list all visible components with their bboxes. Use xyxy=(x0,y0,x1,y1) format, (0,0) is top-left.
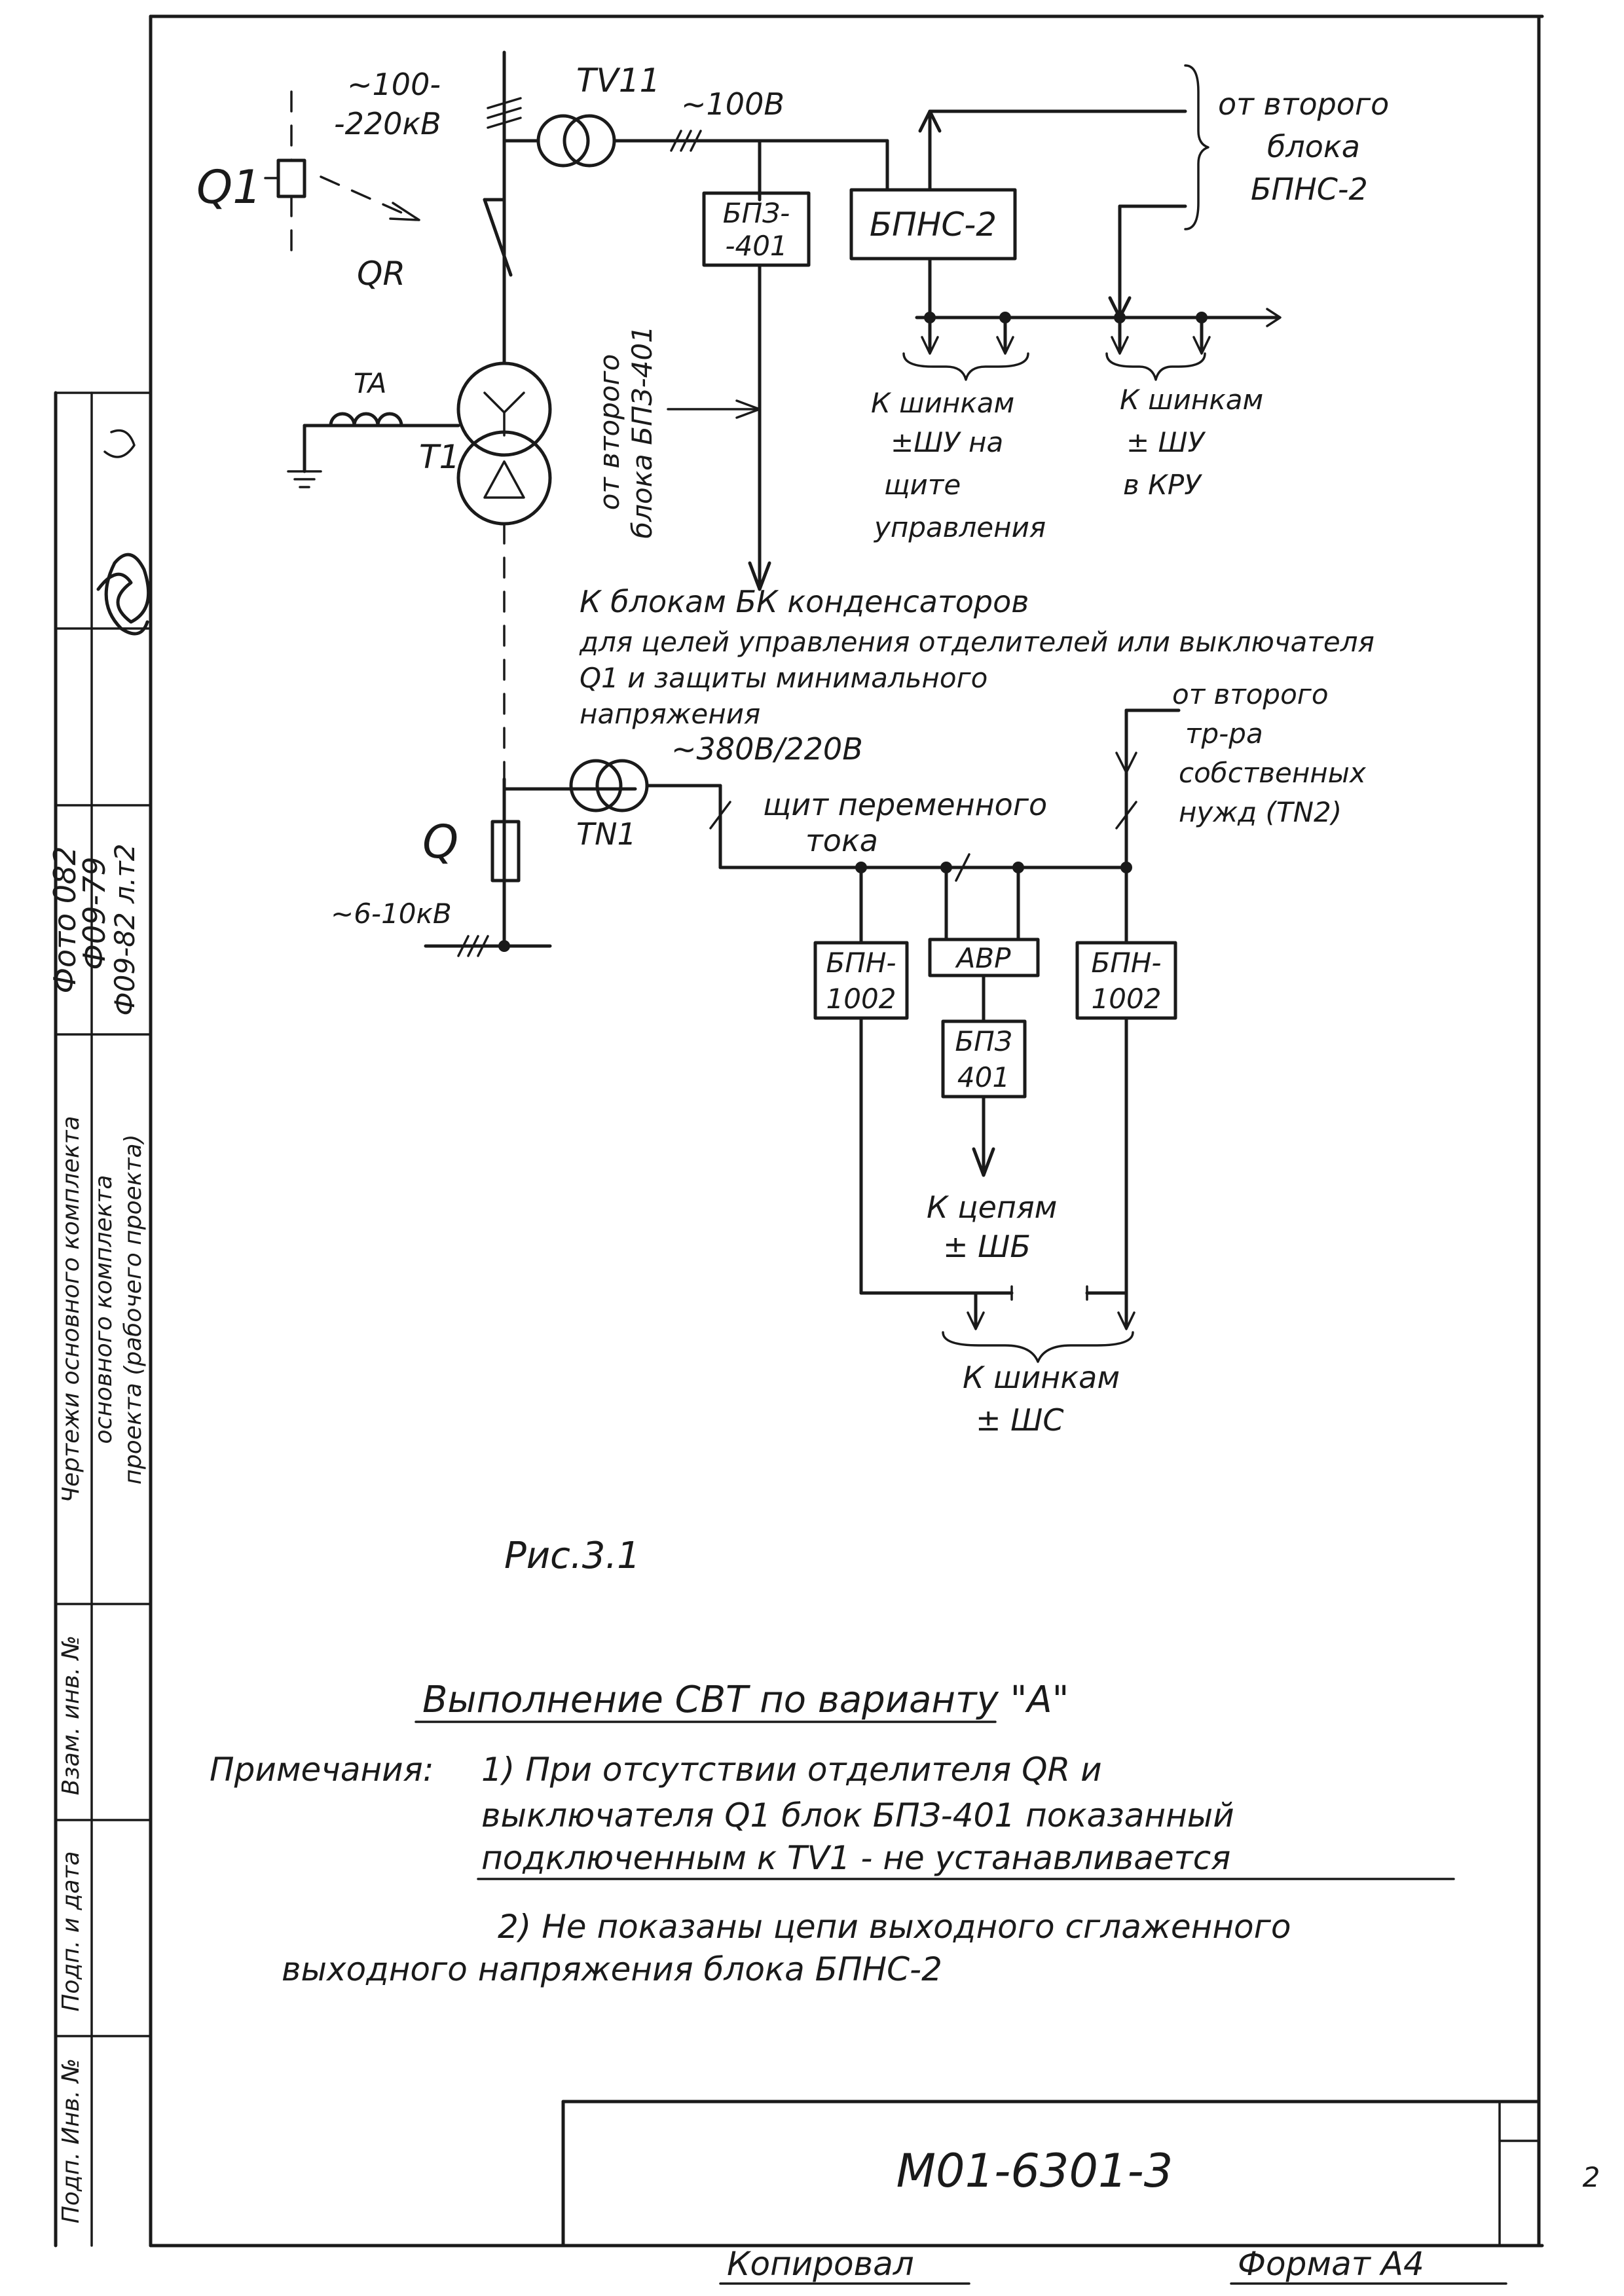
from-tn2-l3: собственных xyxy=(1179,757,1367,789)
note2-line2: выходного напряжения блока БПНС-2 xyxy=(282,1950,942,1988)
note1-line2: выключателя Q1 блок БПЗ-401 показанный xyxy=(481,1796,1234,1834)
stamp-label-1: Чертежи основного комплекта xyxy=(58,1116,84,1503)
to-capacitor-l1: К блокам БК конденсаторов xyxy=(580,584,1029,619)
v100-label: ~100В xyxy=(681,86,784,122)
to-bus-shu-kru-l3: в КРУ xyxy=(1123,469,1202,501)
format-label: Формат А4 xyxy=(1238,2245,1424,2283)
bpz401-bottom-l1: БПЗ xyxy=(955,1025,1012,1057)
title-block: М01-6301-3 2 Копировал Формат А4 xyxy=(561,2100,1600,2285)
from-second-bpns-l3: БПНС-2 xyxy=(1251,172,1368,207)
from-second-bpns-l1: от второго xyxy=(1218,86,1389,122)
tv11-label: TV11 xyxy=(576,62,660,100)
t1-label: T1 xyxy=(419,438,460,476)
stamp-label-2: основного комплекта xyxy=(90,1175,117,1444)
v6-10-label: ~6-10кВ xyxy=(331,898,452,930)
bpz401-bottom-l2: 401 xyxy=(957,1061,1010,1093)
stamp-text-col1a: Фото 082 xyxy=(47,846,83,993)
bpz401-top-line2: -401 xyxy=(725,230,787,262)
ac-panel-l1: щит переменного xyxy=(763,787,1047,822)
stamp-col3-a: Взам. инв. № xyxy=(58,1635,84,1795)
bpn1002-right-l1: БПН- xyxy=(1091,947,1161,979)
stamp-text-col2: Ф09-79 xyxy=(77,856,112,970)
ac-section: Q ~6-10кВ TN1 ~380В/220В щит переменного… xyxy=(331,678,1367,1438)
to-bus-shu-kru-l1: К шинкам xyxy=(1120,384,1263,416)
caption-title: Выполнение СВТ по варианту "А" xyxy=(422,1679,1069,1721)
v380-label: ~380В/220В xyxy=(671,731,863,767)
from-tn2-l2: тр-ра xyxy=(1185,718,1263,750)
note1-line1: 1) При отсутствии отделителя QR и xyxy=(481,1751,1102,1789)
tn1-label: TN1 xyxy=(576,816,637,852)
qr-label: QR xyxy=(357,255,405,293)
stamp-col3-b: Подп. и дата xyxy=(58,1851,84,2011)
caption: Рис.3.1 Выполнение СВТ по варианту "А" П… xyxy=(210,1535,1455,1988)
bpn1002-left-l1: БПН- xyxy=(826,947,896,979)
avr-label: АВР xyxy=(955,942,1012,974)
from-tn2-l4: нужд (TN2) xyxy=(1179,796,1342,828)
ta-label: TA xyxy=(354,367,387,399)
sheet-frame xyxy=(149,14,1544,2248)
to-circuits-shb-l1: К цепям xyxy=(927,1190,1057,1225)
copied-label: Копировал xyxy=(727,2245,914,2283)
stamp-text-col1b: Ф09-82 л.т2 xyxy=(109,844,141,1016)
bpns2-label: БПНС-2 xyxy=(870,206,997,244)
notes-label: Примечания: xyxy=(210,1751,434,1789)
from-second-bpz-l1: от второго xyxy=(593,354,625,511)
page-number: 2 xyxy=(1583,2161,1600,2193)
to-bus-shu-panel-l3: щите xyxy=(884,469,961,501)
from-second-bpz-l2: блока БПЗ-401 xyxy=(626,325,658,539)
to-bus-shu-kru-l2: ± ШУ xyxy=(1126,426,1206,458)
q1-label: Q1 xyxy=(196,160,262,214)
to-bus-shs-l1: К шинкам xyxy=(963,1360,1120,1395)
to-circuits-shb-l2: ± ШБ xyxy=(943,1229,1031,1264)
ac-panel-l2: тока xyxy=(805,823,878,858)
to-bus-shu-panel-l2: ±ШУ на xyxy=(891,426,1003,458)
to-bus-shu-panel-l1: К шинкам xyxy=(871,387,1014,419)
to-capacitor-l2: для целей управления отделителей или вык… xyxy=(579,626,1375,658)
note1-line3: подключенным к TV1 - не устанавливается xyxy=(481,1839,1230,1877)
hv-voltage-line1: ~100- xyxy=(347,67,441,102)
bpn1002-right-l2: 1002 xyxy=(1092,983,1162,1015)
to-bus-shu-panel-l4: управления xyxy=(873,511,1046,543)
q-label: Q xyxy=(422,815,458,869)
figure-label: Рис.3.1 xyxy=(504,1535,640,1577)
stamp-col3-c: Подп. Инв. № xyxy=(58,2058,84,2223)
bpz401-top-line1: БПЗ- xyxy=(723,197,790,229)
hv-voltage-line2: -220кВ xyxy=(334,106,441,141)
note2-line1: 2) Не показаны цепи выходного сглаженног… xyxy=(498,1908,1291,1946)
side-stamp: Ф09-79 Фото 082 Ф09-82 л.т2 Чертежи осно… xyxy=(47,391,152,2248)
from-second-bpns-l2: блока xyxy=(1267,129,1360,164)
stamp-label-3: проекта (рабочего проекта) xyxy=(120,1134,147,1484)
to-capacitor-l4: напряжения xyxy=(580,698,760,730)
to-capacitor-l3: Q1 и защиты минимального xyxy=(580,662,987,694)
dc-control-section: БПЗ- -401 от второго блока БПЗ-401 БПНС-… xyxy=(579,64,1389,730)
from-tn2-l1: от второго xyxy=(1172,678,1329,710)
hv-section: Q1 ~100- -220кВ TV11 ~100В QR T xyxy=(196,50,784,780)
bpn1002-left-l2: 1002 xyxy=(826,983,896,1015)
drawing-number: М01-6301-3 xyxy=(896,2144,1173,2198)
to-bus-shs-l2: ± ШС xyxy=(976,1402,1063,1438)
